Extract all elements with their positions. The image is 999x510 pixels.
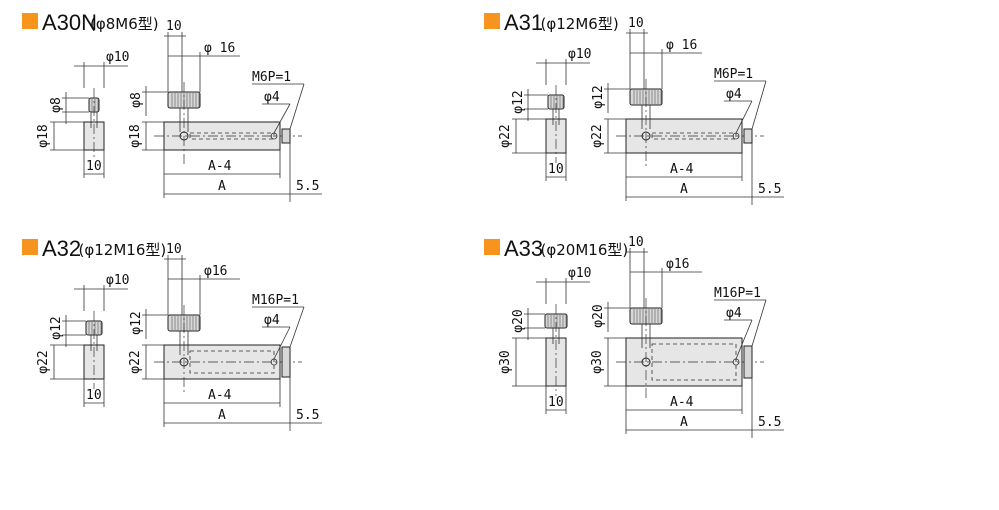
title-marker <box>22 239 38 255</box>
hidden-bore <box>189 350 275 374</box>
hole-label: φ4 <box>264 313 280 328</box>
title-marker <box>484 239 500 255</box>
side-body-label: φ18 <box>36 124 51 147</box>
leader-line <box>273 103 291 134</box>
leader-line <box>735 319 753 360</box>
front-body-label: φ18 <box>128 124 143 147</box>
front-knob-label: φ20 <box>591 304 606 327</box>
leader-line <box>751 80 767 130</box>
end-cap <box>743 128 753 144</box>
front-knob-dia-label: φ16 <box>666 257 689 272</box>
panel-a33: A33(φ20M16型) φ10 φ20 φ30 10 10 φ16 φ20 φ30 M16P=1… <box>484 235 784 438</box>
side-top-label: φ10 <box>106 273 129 288</box>
panel-a32: A32(φ12M16型) φ10 φ12 φ22 10 10 φ16 φ12 φ22 M16P=1… <box>22 236 322 431</box>
panel-title: A30N <box>42 10 97 35</box>
hole-label: φ4 <box>726 87 742 102</box>
leader-line <box>751 299 767 347</box>
end-cap <box>281 128 291 144</box>
protrude-label: 5.5 <box>296 408 319 423</box>
side-width-label: 10 <box>86 159 102 174</box>
leader-line <box>289 306 305 348</box>
protrude-label: 5.5 <box>296 179 319 194</box>
thread-label: M16P=1 <box>252 293 299 308</box>
hidden-bore <box>651 343 737 381</box>
total-length-label: A <box>218 179 226 194</box>
front-top-label: 10 <box>166 19 182 34</box>
front-knob-dia-label: φ16 <box>204 264 227 279</box>
panel-subtitle: (φ20M16型) <box>541 241 629 259</box>
panel-title: A31 <box>504 10 543 35</box>
front-knob-dia-label: φ 16 <box>666 38 697 53</box>
title-marker <box>22 13 38 29</box>
leader-line <box>289 83 305 130</box>
total-length-label: A <box>218 408 226 423</box>
leader-line <box>273 326 291 360</box>
panel-a31: A31(φ12M6型) φ10 φ12 φ22 10 10 φ 16 φ12 φ22 M6P=1 φ… <box>484 10 784 205</box>
side-top-label: φ10 <box>568 266 591 281</box>
panel-a30n: A30N(φ8M6型) φ10 φ8 φ18 10 10 φ 16 φ8 φ18 M6P=1 φ4A… <box>22 10 322 202</box>
panel-title: A32 <box>42 236 81 261</box>
front-top-label: 10 <box>166 242 182 257</box>
end-cap <box>743 345 753 379</box>
thread-label: M6P=1 <box>252 70 291 85</box>
side-knob-label: φ8 <box>49 97 64 113</box>
front-top-label: 10 <box>628 16 644 31</box>
side-knob-label: φ20 <box>511 309 526 332</box>
panel-subtitle: (φ12M16型) <box>79 241 167 259</box>
side-knob-label: φ12 <box>511 90 526 113</box>
front-knob-dia-label: φ 16 <box>204 41 235 56</box>
front-body-label: φ30 <box>590 350 605 373</box>
front-knob-label: φ12 <box>591 85 606 108</box>
side-width-label: 10 <box>86 388 102 403</box>
total-length-label: A <box>680 182 688 197</box>
side-body-label: φ30 <box>498 350 513 373</box>
front-top-label: 10 <box>628 235 644 250</box>
panel-title: A33 <box>504 236 543 261</box>
panel-subtitle: (φ8M6型) <box>90 15 159 33</box>
protrude-label: 5.5 <box>758 182 781 197</box>
thread-label: M6P=1 <box>714 67 753 82</box>
inner-length-label: A-4 <box>670 395 694 410</box>
side-body-label: φ22 <box>36 350 51 373</box>
protrude-label: 5.5 <box>758 415 781 430</box>
total-length-label: A <box>680 415 688 430</box>
hole-label: φ4 <box>726 306 742 321</box>
side-top-label: φ10 <box>568 47 591 62</box>
inner-length-label: A-4 <box>208 159 232 174</box>
side-body-label: φ22 <box>498 124 513 147</box>
front-knob-label: φ8 <box>129 92 144 108</box>
side-width-label: 10 <box>548 162 564 177</box>
front-body-label: φ22 <box>590 124 605 147</box>
inner-length-label: A-4 <box>208 388 232 403</box>
front-knob-label: φ12 <box>129 311 144 334</box>
side-width-label: 10 <box>548 395 564 410</box>
title-marker <box>484 13 500 29</box>
panel-subtitle: (φ12M6型) <box>541 15 619 33</box>
side-top-label: φ10 <box>106 50 129 65</box>
inner-length-label: A-4 <box>670 162 694 177</box>
front-body-label: φ22 <box>128 350 143 373</box>
thread-label: M16P=1 <box>714 286 761 301</box>
leader-line <box>735 100 753 134</box>
hole-label: φ4 <box>264 90 280 105</box>
side-knob-label: φ12 <box>49 316 64 339</box>
end-cap <box>281 346 291 378</box>
